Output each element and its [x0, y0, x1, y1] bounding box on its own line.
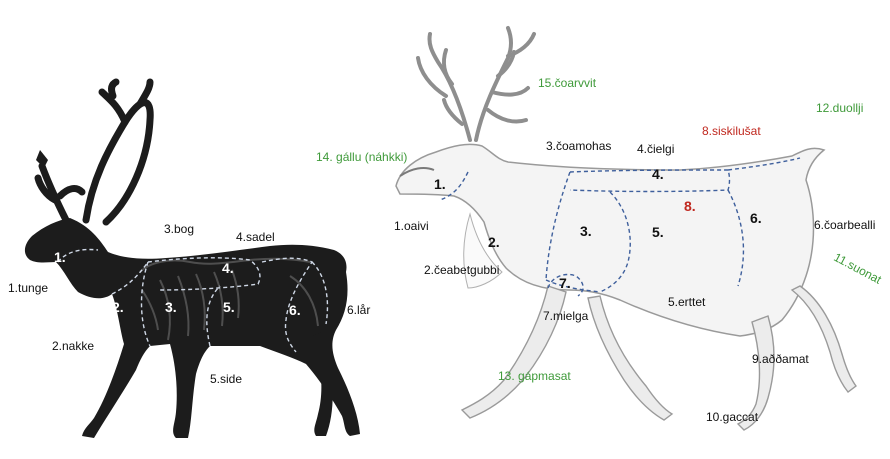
right-label-coarbealli: 6.čoarbealli	[814, 218, 875, 232]
left-antlers	[38, 82, 150, 222]
left-region-number-2: 2.	[112, 299, 124, 315]
right-label-coamohas: 3.čoamohas	[546, 139, 611, 153]
left-label-nakke: 2.nakke	[52, 339, 94, 353]
right-label-erttet: 5.erttet	[668, 295, 705, 309]
left-label-lar: 6.lår	[347, 303, 370, 317]
right-label-gapmasat: 13. gápmasat	[498, 369, 571, 383]
right-region-number-7: 7.	[559, 275, 571, 291]
left-region-number-5: 5.	[223, 299, 235, 315]
left-label-side: 5.side	[210, 372, 242, 386]
right-label-oaivi: 1.oaivi	[394, 219, 429, 233]
right-region-number-3: 3.	[580, 223, 592, 239]
right-region-number-8: 8.	[684, 198, 696, 214]
right-label-duollji: 12.duollji	[816, 101, 863, 115]
right-region-number-2: 2.	[488, 234, 500, 250]
right-region-number-1: 1.	[434, 176, 446, 192]
right-region-number-5: 5.	[652, 224, 664, 240]
left-region-number-3: 3.	[165, 299, 177, 315]
right-label-siskilusat: 8.siskilušat	[702, 124, 761, 138]
right-reindeer-sketch	[396, 28, 856, 430]
left-reindeer-silhouette	[25, 82, 360, 438]
right-label-gaccat: 10.gaccat	[706, 410, 758, 424]
right-region-number-6: 6.	[750, 210, 762, 226]
right-label-ceabetgubbi: 2.čeabetgubbi	[424, 263, 499, 277]
left-region-number-1: 1.	[54, 249, 66, 265]
right-antlers	[418, 28, 534, 140]
left-label-sadel: 4.sadel	[236, 230, 275, 244]
left-region-number-4: 4.	[222, 260, 234, 276]
right-region-number-4: 4.	[652, 166, 664, 182]
right-label-mielga: 7.mielga	[543, 309, 588, 323]
right-label-addamat: 9.aððamat	[752, 352, 809, 366]
left-label-bog: 3.bog	[164, 222, 194, 236]
left-region-number-6: 6.	[289, 302, 301, 318]
right-label-gallu: 14. gállu (náhkki)	[316, 150, 407, 164]
left-label-tunge: 1.tunge	[8, 281, 48, 295]
right-label-cielgi: 4.čielgi	[637, 142, 674, 156]
right-label-coarvvit: 15.čoarvvit	[538, 76, 596, 90]
